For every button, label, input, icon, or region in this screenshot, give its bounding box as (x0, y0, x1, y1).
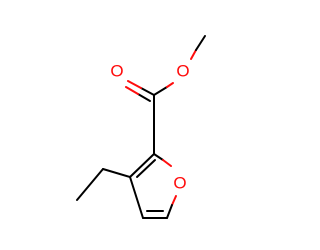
bond-carbonyl-second-red (125, 86, 139, 95)
bond-methylene-c3 (102, 168, 131, 178)
heteroatom-bonds (125, 35, 206, 219)
bond-ester-methyl-black (195, 35, 206, 51)
bond-c2-ringO-black (153, 153, 164, 161)
atom-labels: O O O (110, 62, 189, 193)
bond-ringO-c5-red (171, 195, 177, 206)
bond-c3-c2 (129, 153, 155, 178)
bond-carbonyl-black (140, 87, 155, 96)
bond-c2-ringO-red (162, 159, 172, 167)
ester-oxygen-label: O (176, 62, 189, 81)
bond-ringO-c5-black (166, 204, 173, 219)
bond-carboxyl-ester-black (153, 86, 168, 96)
bond-carbonyl-red (127, 80, 142, 89)
carbonyl-oxygen-label: O (110, 62, 123, 81)
bond-carbonyl-second-black (137, 93, 151, 102)
ring-oxygen-label: O (173, 174, 186, 193)
bond-methyl-methylene (76, 168, 104, 201)
bond-c3-c2-inner (136, 159, 156, 178)
bond-carboxyl-ester-red (166, 82, 174, 88)
bond-c3-c4 (129, 176, 144, 219)
bond-ester-methyl-red (190, 49, 197, 60)
carbon-bonds (76, 94, 168, 219)
molecule-diagram: O O O (76, 35, 206, 219)
